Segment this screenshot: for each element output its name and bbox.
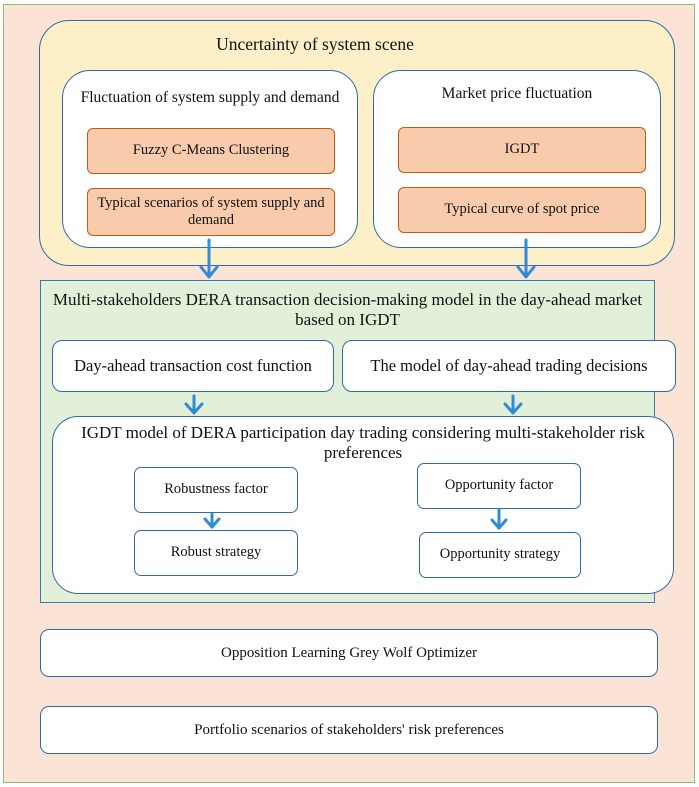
market-price-panel-title: Market price fluctuation [441,84,593,102]
opportunity-strategy-box: Opportunity strategy [419,532,581,578]
typical-scenarios-box: Typical scenarios of system supply and d… [87,188,335,236]
fuzzy-cmeans-box: Fuzzy C-Means Clustering [87,128,335,174]
igdt-box: IGDT [398,127,646,173]
robust-strategy-box: Robust strategy [134,530,298,576]
arrow-opportunity-to-strategy [490,508,508,530]
uncertainty-section-title: Uncertainty of system scene [216,33,414,54]
arrow-robustness-to-robust [203,512,221,529]
decision-model-section-title: Multi-stakeholders DERA transaction deci… [52,289,643,329]
arrow-cost-to-igdt [184,394,204,415]
arrow-decisions-to-igdt [503,394,523,415]
spot-price-curve-box: Typical curve of spot price [398,187,646,233]
supply-demand-panel-title: Fluctuation of system supply and demand [80,88,340,106]
transaction-cost-function-box: Day-ahead transaction cost function [52,340,334,392]
trading-decisions-model-box: The model of day-ahead trading decisions [342,340,676,392]
arrow-price-to-model [516,238,536,279]
arrow-supply-to-model [199,238,219,279]
opportunity-factor-box: Opportunity factor [417,463,581,509]
robustness-factor-box: Robustness factor [134,467,298,513]
portfolio-scenarios-box: Portfolio scenarios of stakeholders' ris… [40,706,658,754]
grey-wolf-optimizer-box: Opposition Learning Grey Wolf Optimizer [40,629,658,677]
igdt-risk-preference-title: IGDT model of DERA participation day tra… [81,422,645,462]
